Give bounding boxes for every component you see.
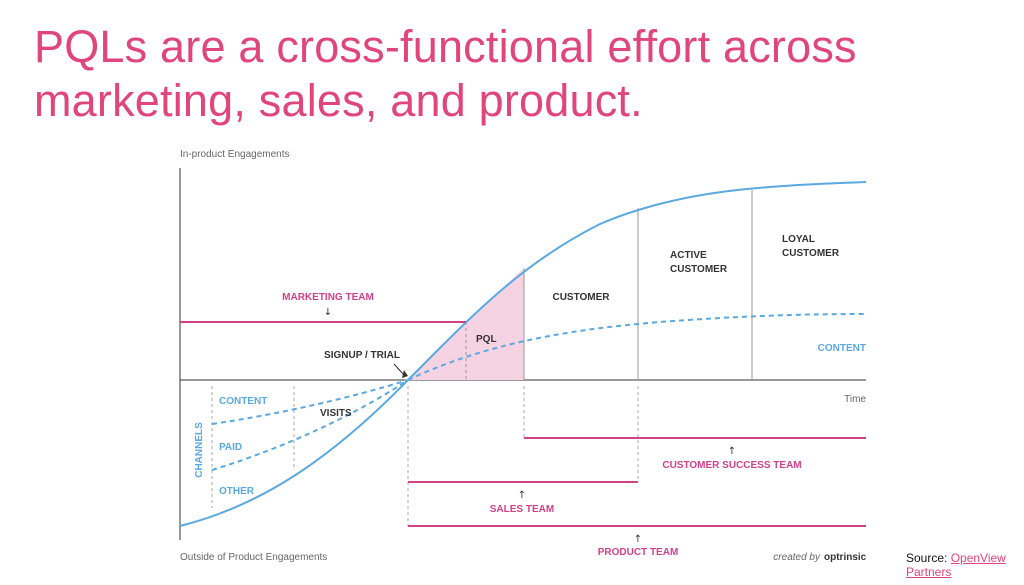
engagement-s-curve xyxy=(179,181,867,527)
pql-stage-label: PQL xyxy=(476,334,497,345)
loyal-customer-label-line-1: LOYAL xyxy=(782,234,815,245)
slide-title-line-2: marketing, sales, and product. xyxy=(34,75,643,126)
channel-other-label: OTHER xyxy=(219,486,255,497)
credit-prefix: created by xyxy=(773,552,821,563)
slide-title-line-1: PQLs are a cross-functional effort acros… xyxy=(34,21,857,72)
channel-paid-label: PAID xyxy=(219,442,242,453)
product-team-label: PRODUCT TEAM xyxy=(598,547,679,558)
source-citation: Source: OpenView Partners xyxy=(906,551,1006,579)
active-customer-label-line-2: CUSTOMER xyxy=(670,264,728,275)
x-axis-time-label: Time xyxy=(844,394,866,405)
y-axis-bottom-label: Outside of Product Engagements xyxy=(180,552,327,563)
signup-trial-arrowhead xyxy=(402,370,408,378)
channel-paid-curve xyxy=(211,379,409,471)
visits-label: VISITS xyxy=(320,408,352,419)
sales-team-arrow: ↑ xyxy=(518,490,526,501)
channel-content-label: CONTENT xyxy=(219,396,267,407)
active-customer-label-line-1: ACTIVE xyxy=(670,250,707,261)
channel-content-curve xyxy=(211,379,409,425)
sales-team-label: SALES TEAM xyxy=(490,504,554,515)
source-link-line-1[interactable]: OpenView xyxy=(950,551,1006,565)
marketing-team-label: MARKETING TEAM xyxy=(282,292,374,303)
customer-stage-label: CUSTOMER xyxy=(552,292,610,303)
content-right-label: CONTENT xyxy=(818,343,866,354)
credit-brand: optrinsic xyxy=(824,552,867,563)
slide-title: PQLs are a cross-functional effort acros… xyxy=(34,20,994,128)
signup-trial-label: SIGNUP / TRIAL xyxy=(324,350,400,361)
customer-success-team-label: CUSTOMER SUCCESS TEAM xyxy=(662,460,801,471)
source-link-line-2[interactable]: Partners xyxy=(906,565,952,579)
product-team-arrow: ↑ xyxy=(634,534,642,545)
y-axis-top-label: In-product Engagements xyxy=(180,149,290,160)
source-prefix: Source: xyxy=(906,551,951,565)
signup-trial-arrow xyxy=(393,363,405,376)
loyal-customer-label-line-2: CUSTOMER xyxy=(782,248,840,259)
channels-title: CHANNELS xyxy=(194,422,205,478)
customer-success-team-arrow: ↑ xyxy=(728,446,736,457)
marketing-team-arrow: ↓ xyxy=(324,307,332,318)
